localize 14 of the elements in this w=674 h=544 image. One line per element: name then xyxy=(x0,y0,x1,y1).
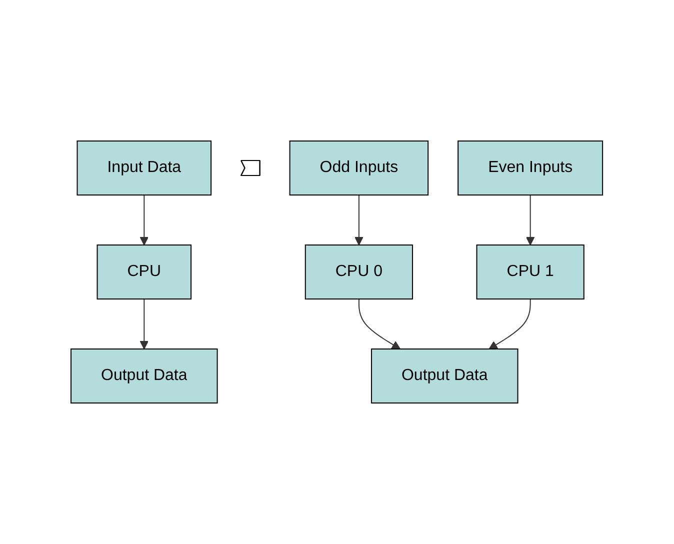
node-box: CPU 0 xyxy=(305,244,414,300)
arrow xyxy=(488,298,532,350)
node-box: Output Data xyxy=(70,348,218,404)
node-box: CPU xyxy=(96,244,192,300)
arrow xyxy=(140,194,149,246)
node-box: Odd Inputs xyxy=(290,140,429,196)
node-box: CPU 1 xyxy=(476,244,585,300)
arrow xyxy=(526,194,535,246)
node-box: Input Data xyxy=(76,140,212,196)
arrow xyxy=(358,298,401,350)
arrow xyxy=(354,194,364,246)
arrow xyxy=(140,298,149,350)
node-box: Even Inputs xyxy=(458,140,604,196)
node-box: Output Data xyxy=(371,348,518,404)
